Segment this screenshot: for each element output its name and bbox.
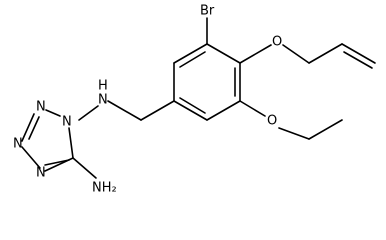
bond bbox=[68, 127, 74, 159]
bond bbox=[78, 105, 99, 121]
atom-label-n2-tetrazole: N bbox=[36, 100, 46, 115]
bond bbox=[173, 100, 208, 121]
bond bbox=[282, 44, 310, 64]
atom-label-nh2: NH₂ bbox=[92, 181, 117, 196]
atom-label-n3-tetrazole: N bbox=[13, 137, 23, 152]
bond bbox=[173, 43, 208, 64]
bond bbox=[206, 100, 241, 121]
bond bbox=[107, 100, 142, 121]
bond bbox=[343, 51, 373, 69]
bond bbox=[72, 157, 97, 179]
molecule-structure: Br O O N H N N N N NH₂ bbox=[13, 4, 376, 196]
bond bbox=[308, 119, 343, 140]
bond bbox=[341, 43, 376, 64]
bond bbox=[239, 100, 266, 117]
atom-label-h-amine: H bbox=[98, 79, 108, 94]
bond bbox=[206, 43, 241, 64]
bond bbox=[239, 44, 272, 64]
atom-label-n4-tetrazole: N bbox=[36, 166, 46, 181]
bond bbox=[179, 97, 206, 114]
bond bbox=[28, 116, 40, 140]
bond bbox=[44, 159, 70, 166]
bond bbox=[278, 127, 310, 140]
bond-lines bbox=[21, 17, 376, 179]
atom-label-n-amine: N bbox=[98, 93, 108, 108]
atom-labels: Br O O N H N N N N NH₂ bbox=[13, 4, 282, 196]
atom-label-o-allyl: O bbox=[272, 35, 282, 50]
bond bbox=[179, 51, 206, 68]
atom-label-n1-tetrazole: N bbox=[62, 115, 72, 130]
atom-label-br: Br bbox=[200, 4, 215, 19]
bond bbox=[45, 109, 61, 117]
bond bbox=[140, 100, 175, 121]
bond bbox=[308, 43, 343, 64]
bond bbox=[21, 146, 41, 169]
bond bbox=[21, 113, 35, 142]
atom-label-o-ethyl: O bbox=[267, 114, 277, 129]
